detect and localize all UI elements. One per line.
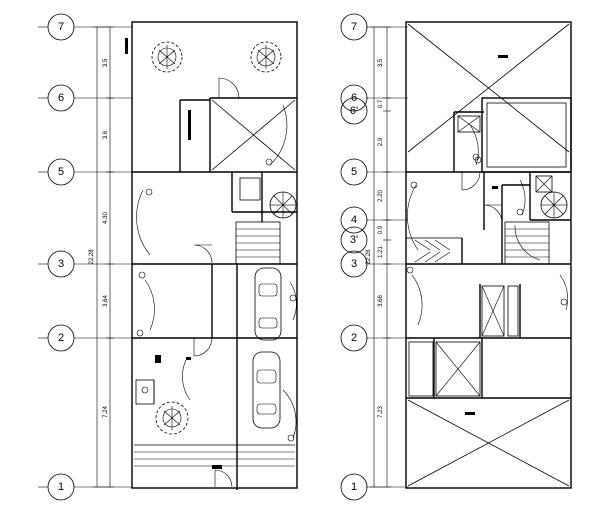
dimension-segment: 3.6 — [103, 130, 109, 139]
axis-label-6-prime: 6' — [350, 105, 358, 117]
car-icon — [254, 267, 282, 341]
axis-bubble-7: 7 — [47, 13, 75, 41]
dimension-segment: 3.5 — [103, 58, 109, 67]
axis-label-7: 7 — [58, 21, 64, 33]
tree-icon — [151, 41, 183, 73]
dimension-segment: 7.23 — [378, 406, 384, 418]
stair — [504, 221, 550, 265]
right-floor-plan — [405, 21, 572, 489]
dimension-segment: 7.24 — [103, 406, 109, 418]
right-dimension-chain: 22.28 3.5 0.7 2.9 2.20 0.9 1.21 3.66 7.2… — [366, 26, 391, 488]
axis-bubble-1: 1 — [340, 473, 368, 501]
axis-bubble-3: 3 — [340, 250, 368, 278]
door-swing-icon — [193, 337, 213, 357]
car-icon — [252, 351, 281, 429]
axis-label-1: 1 — [351, 481, 357, 493]
axis-label-5: 5 — [351, 166, 357, 178]
dimension-segment: 3.66 — [378, 295, 384, 307]
axis-label-3-prime: 3' — [350, 234, 358, 246]
axis-bubble-5: 5 — [340, 158, 368, 186]
axis-bubble-2: 2 — [340, 324, 368, 352]
spiral-stair-icon — [269, 191, 297, 219]
dimension-segment: 3.5 — [378, 58, 384, 67]
dimension-segment: 0.7 — [378, 99, 384, 108]
dimension-segment: 1.21 — [378, 246, 384, 258]
tree-icon — [250, 41, 282, 73]
axis-label-1: 1 — [58, 481, 64, 493]
dimension-segment: 4.30 — [103, 212, 109, 224]
dimension-segment: 0.9 — [378, 225, 384, 234]
axis-label-3: 3 — [58, 258, 64, 270]
door-swing-icon — [193, 244, 213, 264]
axis-bubble-4: 4 — [340, 206, 368, 234]
axis-label-2: 2 — [58, 332, 64, 344]
axis-bubble-6-prime: 6' — [340, 97, 368, 125]
left-floor-plan — [125, 21, 298, 490]
axis-label-6: 6 — [58, 92, 64, 104]
overall-dimension: 22.28 — [366, 249, 372, 265]
door-swing-icon — [218, 77, 240, 99]
door-swing-icon — [214, 469, 233, 488]
overall-dimension: 22.28 — [89, 249, 95, 265]
axis-bubble-2: 2 — [47, 324, 75, 352]
spiral-stair-icon — [540, 191, 568, 219]
axis-label-5: 5 — [58, 166, 64, 178]
door-swing-icon — [483, 204, 503, 224]
axis-bubble-3-prime: 3' — [340, 226, 368, 254]
axis-bubble-6: 6 — [47, 84, 75, 112]
dimension-segment: 2.20 — [378, 190, 384, 202]
left-axis-grid: 7 6 5 3 2 1 — [38, 13, 132, 501]
right-axis-grid: 7 6 6' 5 4 3' 3 2 1 — [340, 13, 408, 501]
door-swing-icon — [461, 171, 481, 191]
dimension-segment: 2.9 — [378, 137, 384, 146]
axis-label-2: 2 — [351, 332, 357, 344]
axis-label-4: 4 — [351, 214, 357, 226]
axis-label-7: 7 — [351, 21, 357, 33]
tree-icon — [155, 401, 189, 435]
entrance-steps — [134, 444, 295, 467]
axis-label-3: 3 — [351, 258, 357, 270]
axis-bubble-7: 7 — [340, 13, 368, 41]
axis-bubble-1: 1 — [47, 473, 75, 501]
dimension-segment: 3.64 — [103, 295, 109, 307]
left-dimension-chain: 22.28 3.5 3.6 4.30 3.64 7.24 — [89, 26, 114, 488]
axis-bubble-5: 5 — [47, 158, 75, 186]
axis-bubble-3: 3 — [47, 250, 75, 278]
ceiling-light-icon — [406, 153, 568, 306]
stair — [235, 221, 281, 265]
ceiling-light-icon — [136, 158, 297, 442]
